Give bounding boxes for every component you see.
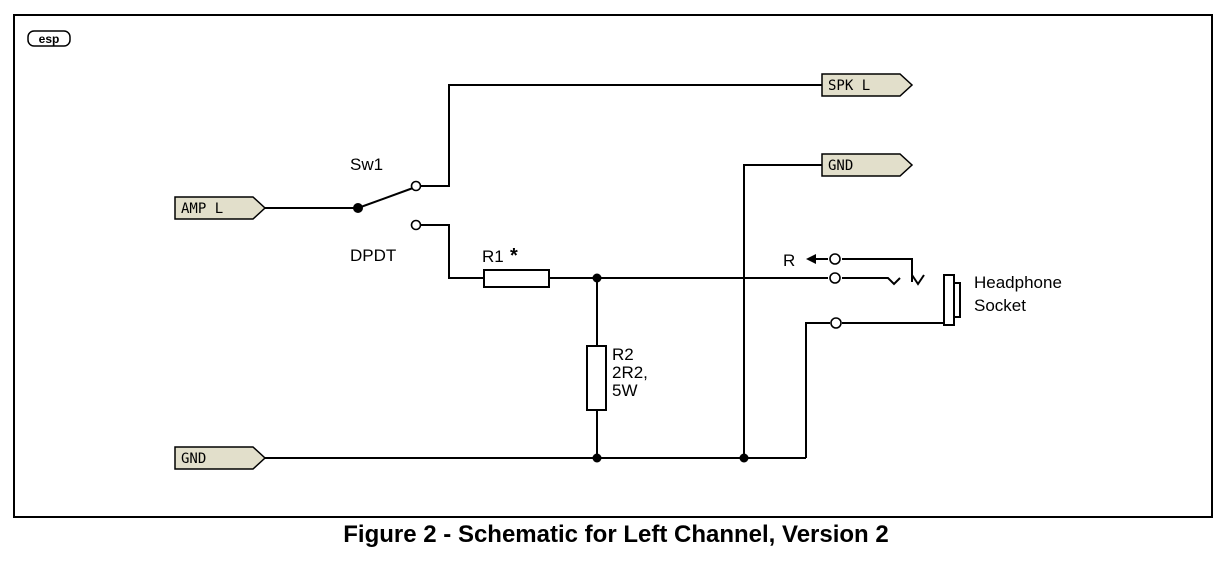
r2-power: 5W (612, 381, 638, 400)
sw1-label: Sw1 (350, 155, 383, 174)
esp-logo-text: esp (39, 32, 60, 46)
junction-dots (353, 203, 749, 463)
schematic-frame (13, 14, 1213, 518)
headphone-socket-icon (943, 274, 961, 326)
port-gnd-top: GND (821, 153, 914, 177)
port-spk-l: SPK L (821, 73, 914, 97)
resistor-r1 (483, 269, 550, 288)
esp-logo: esp (27, 30, 71, 47)
figure-caption: Figure 2 - Schematic for Left Channel, V… (343, 521, 889, 548)
port-gnd-bottom: GND (174, 446, 267, 470)
r2-label: R2 (612, 345, 634, 364)
dpdt-label: DPDT (350, 246, 396, 265)
port-gnd-bottom-label: GND (181, 451, 206, 467)
port-gnd-top-label: GND (828, 158, 853, 174)
wires (265, 84, 944, 459)
headphone-label-line1: Headphone (974, 273, 1062, 292)
r2-value: 2R2, (612, 363, 648, 382)
resistor-r2 (586, 345, 607, 411)
schematic-diagram: esp (27, 30, 1062, 470)
port-amp-l: AMP L (174, 196, 267, 220)
switch-contacts (410, 180, 422, 231)
ring-arrow-icon (806, 254, 816, 264)
headphone-label-line2: Socket (974, 296, 1026, 315)
port-spk-l-label: SPK L (828, 78, 870, 94)
r1-label: R1 (482, 247, 504, 266)
port-amp-l-label: AMP L (181, 201, 223, 217)
r1-marker: * (510, 245, 518, 267)
ring-label: R (783, 251, 795, 270)
jack-terminals (829, 253, 842, 329)
